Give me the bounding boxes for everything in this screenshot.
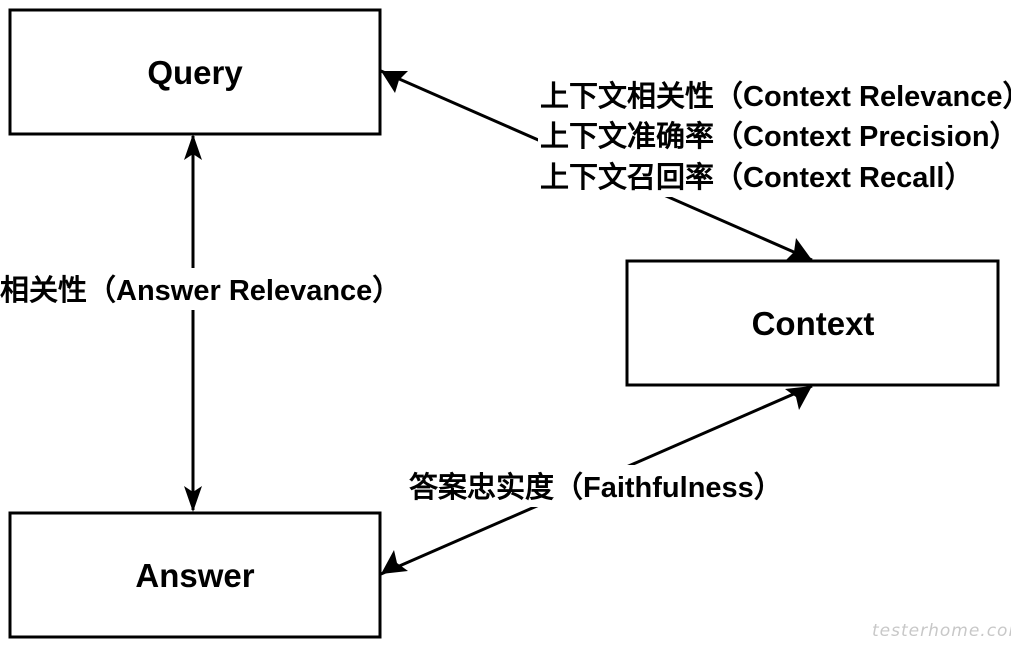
node-context-box[interactable] [625, 259, 1000, 387]
node-context[interactable]: Context [625, 259, 1000, 387]
arrowhead-into-context-bottom [785, 386, 812, 410]
node-context-label: Context [752, 305, 875, 342]
edge-label-context-relevance: 上下文相关性（Context Relevance） [540, 79, 1011, 113]
arrowhead-query-up [184, 134, 202, 160]
edge-label-context-precision: 上下文准确率（Context Precision） [540, 119, 1011, 153]
edge-label-context-recall: 上下文召回率（Context Recall） [540, 160, 973, 194]
edge-label-answer-relevance: 答案相关性（Answer Relevance） [0, 273, 401, 307]
edge-label-faithfulness: 答案忠实度（Faithfulness） [409, 470, 783, 504]
edge-query-answer [184, 134, 202, 512]
node-answer-box[interactable] [8, 511, 382, 639]
node-query-label: Query [147, 54, 243, 91]
edge-label-bg-query-context [538, 73, 1011, 197]
edge-label-bg-query-answer [0, 268, 440, 310]
arrowhead-into-context-top [785, 238, 812, 261]
edge-label-bg-context-answer [406, 465, 831, 507]
watermark: testerhome.com [872, 621, 1011, 641]
node-answer-label: Answer [135, 557, 254, 594]
arrowhead-answer-down [184, 486, 202, 512]
arrowhead-into-answer [381, 550, 408, 574]
node-query-box[interactable] [8, 8, 382, 136]
node-answer[interactable]: Answer [8, 511, 382, 639]
arrowhead-into-query [381, 71, 408, 93]
node-query[interactable]: Query [8, 8, 382, 136]
